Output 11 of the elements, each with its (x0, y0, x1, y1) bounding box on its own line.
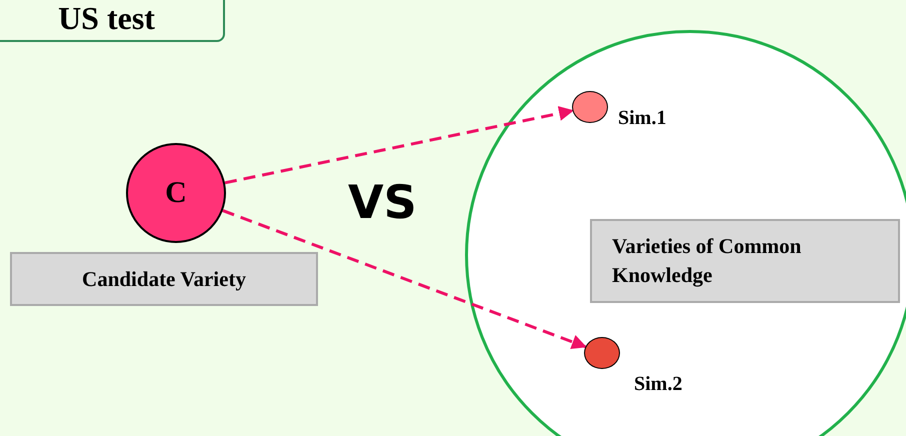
node-circle: C (126, 143, 226, 243)
node-circle (572, 91, 608, 123)
node-circle (584, 337, 620, 369)
dashed-arrow (224, 106, 574, 184)
vs-label: VS (348, 175, 417, 229)
label-box: Varieties of Common Knowledge (590, 219, 900, 303)
title-box: US test (0, 0, 225, 42)
label-box: Candidate Variety (10, 252, 318, 306)
node-caption: Sim.1 (618, 107, 666, 130)
dashed-arrow (222, 209, 587, 350)
node-caption: Sim.2 (634, 373, 682, 396)
